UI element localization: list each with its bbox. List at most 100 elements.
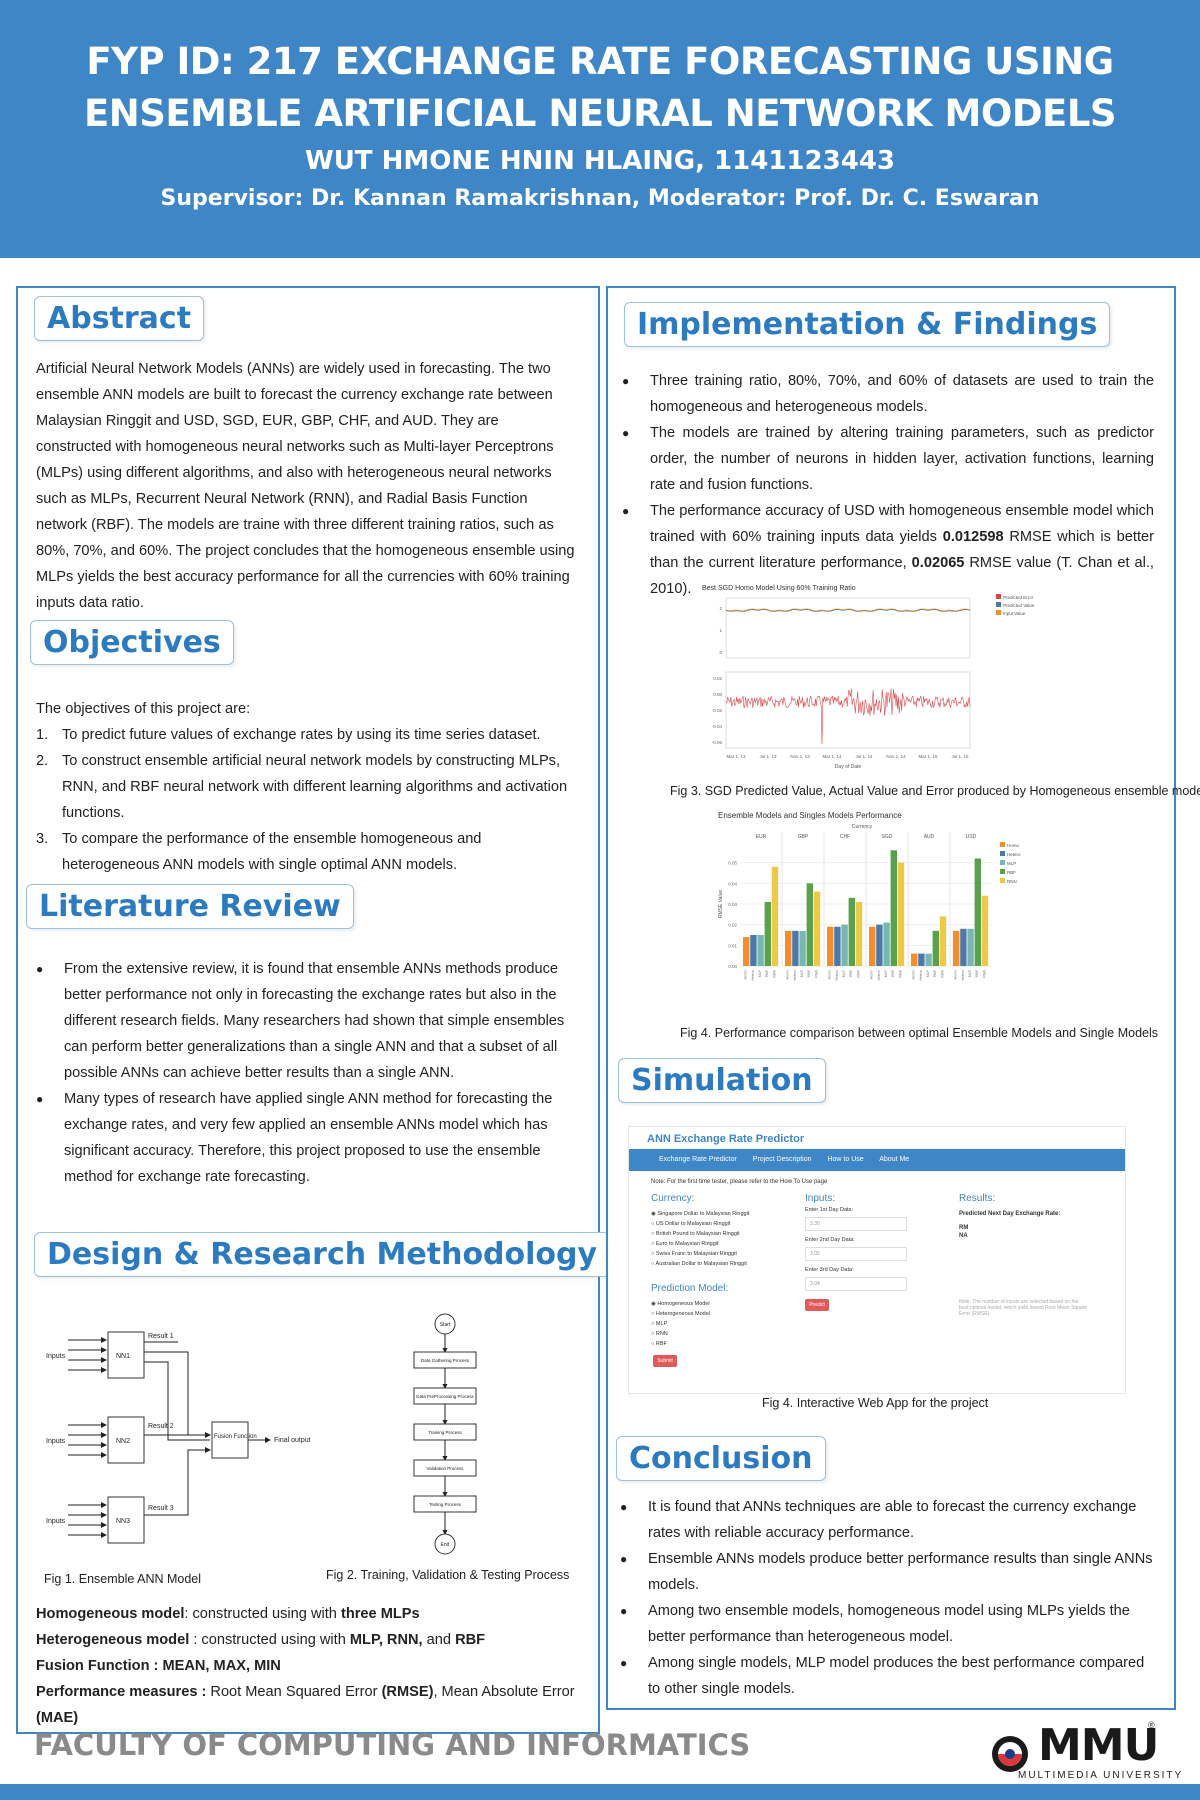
definitions-block: Homogeneous model: constructed using wit… [36, 1601, 596, 1731]
logo-registered-mark: ® [1148, 1720, 1155, 1730]
currency-radio[interactable]: ○ Euro to Malaysian Ringgit [651, 1239, 749, 1249]
bar-series-label: RBF [849, 970, 853, 977]
day2-input[interactable]: 3.05 [805, 1247, 907, 1261]
result3-label: Result 3 [148, 1505, 174, 1512]
bar-series-label: Homo [744, 970, 748, 979]
bar-hetero [750, 935, 757, 966]
day3-input[interactable]: 3.04 [805, 1277, 907, 1291]
model-option-label: Heterogeneous Model [655, 1311, 710, 1317]
legend-swatch [1000, 851, 1005, 856]
currency-radio[interactable]: ○ British Pound to Malaysian Ringgit [651, 1229, 749, 1239]
bar-mlp [883, 922, 890, 966]
legend-swatch [1000, 878, 1005, 883]
start-label: Start [440, 1322, 451, 1328]
inputs-label-2: Inputs [46, 1438, 66, 1445]
sgd-line-chart: Best SGD Homo Model Using 60% Training R… [696, 580, 1060, 776]
impl-item: The performance accuracy of USD with hom… [616, 498, 1154, 602]
bar-series-label: RNN [940, 970, 944, 978]
model-radio[interactable]: ◉ Homogeneous Model [651, 1299, 710, 1309]
poster-title: FYP ID: 217 EXCHANGE RATE FORECASTING US… [83, 40, 1117, 135]
model-radio[interactable]: ○ RNN [651, 1329, 710, 1339]
nav-about[interactable]: About Me [879, 1156, 910, 1163]
x-tick-label: Jul 1, 13 [759, 754, 777, 759]
currency-radio[interactable]: ○ Australian Dollar to Malaysian Ringgit [651, 1259, 749, 1269]
bar-series-label: RBF [975, 970, 979, 977]
result-currency: RM [959, 1225, 969, 1231]
currency-radio[interactable]: ○ US Dollar to Malaysian Ringgit [651, 1219, 749, 1229]
bar-hetero [876, 924, 883, 966]
nav-description[interactable]: Project Description [752, 1156, 812, 1163]
y-tick-label: 0.01 [728, 943, 737, 948]
model-options: ◉ Homogeneous Model○ Heterogeneous Model… [651, 1299, 710, 1349]
bar-series-label: Hetero [835, 970, 839, 981]
category-label: GBP [798, 834, 809, 840]
process-step-label: Training Process [428, 1430, 462, 1435]
process-step-label: Data Gathering Process [421, 1358, 470, 1363]
implementation-heading: Implementation & Findings [624, 302, 1111, 347]
predict-button[interactable]: Predict [805, 1299, 829, 1311]
impl-item: Three training ratio, 80%, 70%, and 60% … [616, 368, 1154, 420]
nn1-box [107, 1331, 145, 1379]
x-tick-label: Nov 1, 13 [790, 754, 810, 759]
y-tick-label: 0.00 [728, 964, 737, 969]
author-line: WUT HMONE HNIN HLAING, 1141123443 [305, 146, 895, 176]
poster-header: FYP ID: 217 EXCHANGE RATE FORECASTING US… [0, 0, 1200, 258]
objective-number: 1. [36, 727, 49, 743]
performance-chart-svg: Ensemble Models and Singles Models Perfo… [718, 811, 1021, 981]
radio-icon: ○ [651, 1311, 656, 1317]
conclusion-item: Among two ensemble models, homogeneous m… [614, 1598, 1154, 1650]
bar-mlp [841, 924, 848, 966]
nav-how-to-use[interactable]: How to Use [827, 1156, 864, 1163]
legend-swatch [1000, 842, 1005, 847]
top-panel [725, 597, 971, 659]
performance-bar-chart: Ensemble Models and Singles Models Perfo… [712, 808, 1030, 1014]
nav-predictor[interactable]: Exchange Rate Predictor [659, 1156, 737, 1163]
radio-icon: ○ [651, 1231, 656, 1237]
model-option-label: RNN [655, 1331, 668, 1337]
fig1-caption: Fig 1. Ensemble ANN Model [44, 1572, 202, 1586]
model-radio[interactable]: ○ MLP [651, 1319, 710, 1329]
bar-series-label: Hetero [793, 970, 797, 981]
model-radio[interactable]: ○ RBF [651, 1339, 710, 1349]
bar-rnn [897, 862, 905, 966]
impl-item: The models are trained by altering train… [616, 420, 1154, 498]
inputs-label-1: Inputs [46, 1353, 66, 1360]
bar-series-label: Hetero [961, 970, 965, 981]
currency-option-label: Singapore Dollar to Malaysian Ringgit [657, 1211, 750, 1217]
fig-app-caption: Fig 4. Interactive Web App for the proje… [762, 1396, 989, 1410]
currency-radio[interactable]: ○ Swiss Franc to Malaysian Ringgit [651, 1249, 749, 1259]
end-label: End [441, 1542, 450, 1548]
objectives-block: The objectives of this project are: 1.To… [36, 696, 581, 878]
y-tick-label: 0.04 [728, 881, 737, 886]
faculty-name: FACULTY OF COMPUTING AND INFORMATICS [34, 1728, 751, 1762]
app-navbar: Exchange Rate Predictor Project Descript… [629, 1149, 1125, 1171]
radio-icon: ○ [651, 1321, 656, 1327]
radio-icon: ◉ [651, 1211, 658, 1217]
y-tick-label: 0.02 [728, 923, 737, 928]
bar-rbf [932, 930, 939, 966]
day1-input[interactable]: 3.30 [805, 1217, 907, 1231]
bar-series-label: MLP [842, 969, 846, 977]
bar-series-label: MLP [926, 969, 930, 977]
results-note: Note: The number of inputs are selected … [959, 1299, 1088, 1317]
model-radio[interactable]: ○ Heterogeneous Model [651, 1309, 710, 1319]
legend-label: Predicted Value [1003, 603, 1035, 608]
x-tick-label: Nov 1, 14 [886, 754, 906, 759]
bar-hetero [960, 928, 967, 966]
bar-rnn [813, 891, 821, 966]
implementation-block: Three training ratio, 80%, 70%, and 60% … [616, 368, 1154, 602]
nn3-box [107, 1496, 145, 1544]
radio-icon: ○ [651, 1221, 656, 1227]
submit-button[interactable]: Submit [653, 1355, 677, 1367]
legend-label: Homo [1007, 843, 1020, 848]
app-note: Note: For the first time tester, please … [651, 1179, 828, 1185]
nn3-label: NN3 [116, 1518, 130, 1525]
radio-icon: ○ [651, 1261, 656, 1267]
conclusion-item: Among single models, MLP model produces … [614, 1650, 1154, 1702]
currency-radio[interactable]: ◉ Singapore Dollar to Malaysian Ringgit [651, 1209, 749, 1219]
legend-label: MLP [1007, 861, 1016, 866]
legend-swatch [1000, 869, 1005, 874]
fig3-caption: Fig 3. SGD Predicted Value, Actual Value… [670, 784, 1200, 798]
app-title: ANN Exchange Rate Predictor [647, 1133, 805, 1145]
